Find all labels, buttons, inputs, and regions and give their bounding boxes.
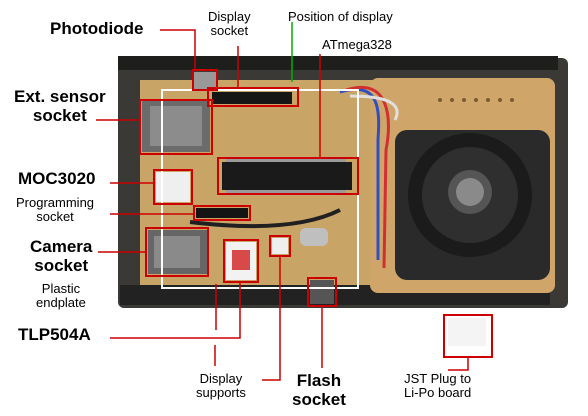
- label-ext-sensor: Ext. sensor socket: [14, 87, 106, 125]
- label-tlp: TLP504A: [18, 325, 91, 344]
- label-display-supports: Display supports: [196, 371, 246, 401]
- label-plastic-endplate: Plastic endplate: [36, 281, 86, 311]
- label-photodiode: Photodiode: [50, 19, 144, 38]
- ext-sensor-box: [139, 99, 213, 155]
- leader-tlp: [110, 282, 241, 339]
- label-jst: JST Plug to Li-Po board: [404, 371, 472, 401]
- leader-supports-2: [262, 256, 281, 381]
- jst-box: [443, 314, 493, 358]
- leader-jst: [448, 357, 469, 371]
- camera-box: [145, 227, 209, 277]
- programming-box: [193, 205, 251, 221]
- photodiode-box: [192, 69, 218, 91]
- display-socket-box: [207, 87, 299, 107]
- leader-photodiode: [160, 29, 196, 70]
- atmega-box: [217, 157, 359, 195]
- moc-box: [153, 169, 193, 205]
- crystal: [300, 228, 328, 246]
- display-socket-header: [212, 92, 292, 104]
- label-moc: MOC3020: [18, 169, 96, 188]
- programming-header: [196, 208, 248, 218]
- label-position-of-display: Position of display: [288, 9, 393, 24]
- case-top-rim: [118, 56, 558, 70]
- atmega-chip: [222, 162, 352, 190]
- jst-plug: [448, 318, 486, 346]
- tlp-box: [223, 239, 259, 283]
- support-box-1: [269, 235, 291, 257]
- label-camera: Camera socket: [30, 237, 93, 275]
- label-atmega: ATmega328: [322, 37, 392, 52]
- label-display-socket: Display socket: [208, 9, 251, 39]
- label-flash: Flash socket: [292, 371, 346, 409]
- label-programming: Programming socket: [16, 195, 95, 225]
- photodiode: [192, 72, 216, 90]
- flash-connector: [310, 280, 334, 304]
- flash-box: [307, 277, 337, 307]
